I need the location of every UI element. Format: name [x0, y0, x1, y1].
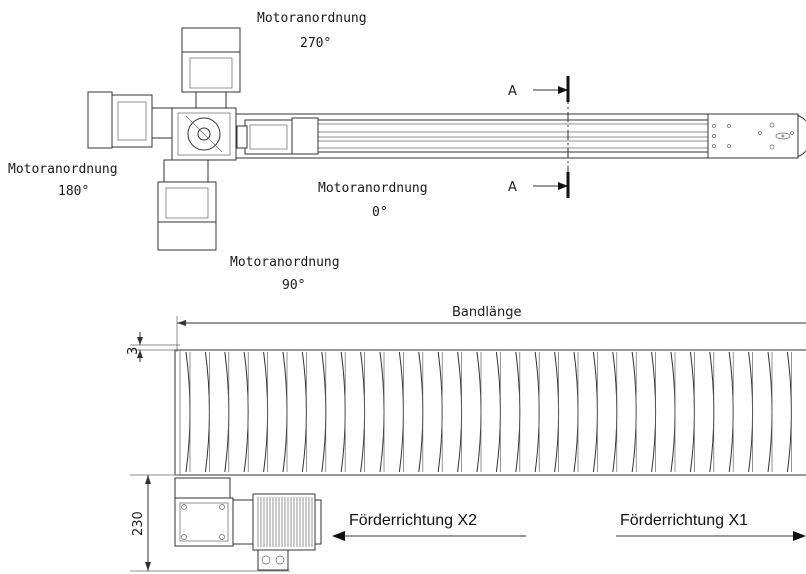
belt-slat	[631, 351, 637, 473]
top-view: A A Motoranordnung 270° Motoranordnung 1…	[8, 11, 806, 293]
direction-x2-label: Förderrichtung X2	[349, 512, 477, 529]
motor-180-label-line2: 180°	[58, 184, 89, 199]
section-line-a	[533, 76, 570, 198]
belt-slat	[651, 351, 657, 473]
belt-slat	[670, 351, 676, 473]
conveyor-frame-top	[235, 113, 806, 159]
dimension-230	[130, 474, 290, 572]
side-view: Bandlänge 3 230	[126, 305, 806, 572]
belt-slat	[263, 351, 269, 473]
belt-slat	[224, 351, 230, 473]
gearbox-top	[171, 107, 237, 161]
motor-90deg	[157, 159, 217, 251]
belt-slat	[573, 351, 579, 473]
belt-slat	[709, 351, 715, 473]
motor-270-label-line2: 270°	[300, 36, 331, 51]
drive-unit-side	[174, 477, 322, 571]
section-a-bottom-label: A	[508, 180, 517, 195]
belt-slat	[612, 351, 618, 473]
motor-cooling-fins	[257, 497, 313, 547]
belt-slat	[418, 351, 424, 473]
section-a-top-label: A	[508, 84, 517, 99]
dimension-3	[130, 332, 180, 362]
belt-slat	[534, 351, 540, 473]
belt-slat	[321, 351, 327, 473]
belt-slat	[748, 351, 754, 473]
dimension-3-label: 3	[126, 347, 141, 355]
belt-slat	[728, 351, 734, 473]
motor-90-label-line2: 90°	[282, 278, 305, 293]
belt-side-outline	[174, 349, 806, 476]
direction-x1-label: Förderrichtung X1	[620, 512, 748, 529]
belt-slat	[437, 351, 443, 473]
motor-0-label-line2: 0°	[372, 205, 388, 220]
belt-slat	[301, 351, 307, 473]
direction-arrow-x1	[616, 531, 806, 541]
motor-180deg	[87, 91, 173, 149]
belt-slat	[282, 351, 288, 473]
belt-slat	[592, 351, 598, 473]
belt-slat	[204, 351, 210, 473]
band-length-dimension	[176, 316, 806, 352]
motor-180-label-line1: Motoranordnung	[8, 162, 118, 177]
belt-slat	[495, 351, 501, 473]
belt-slat	[398, 351, 404, 473]
dimension-230-label: 230	[131, 511, 146, 536]
motor-0deg	[236, 117, 319, 155]
motor-0-label-line1: Motoranordnung	[318, 181, 428, 196]
motor-270-label-line1: Motoranordnung	[257, 11, 367, 26]
belt-slats	[185, 351, 792, 473]
belt-slat	[476, 351, 482, 473]
belt-slat	[515, 351, 521, 473]
belt-slat	[689, 351, 695, 473]
belt-slat	[457, 351, 463, 473]
direction-arrow-x2	[332, 531, 526, 541]
motor-90-label-line1: Motoranordnung	[230, 255, 340, 270]
belt-slat	[243, 351, 249, 473]
band-length-label: Bandlänge	[452, 305, 521, 320]
belt-slat	[340, 351, 346, 473]
belt-slat	[554, 351, 560, 473]
belt-slat	[786, 351, 792, 473]
belt-slat	[185, 351, 191, 473]
belt-slat	[767, 351, 773, 473]
belt-slat	[379, 351, 385, 473]
motor-270deg	[181, 27, 241, 109]
belt-slat	[360, 351, 366, 473]
